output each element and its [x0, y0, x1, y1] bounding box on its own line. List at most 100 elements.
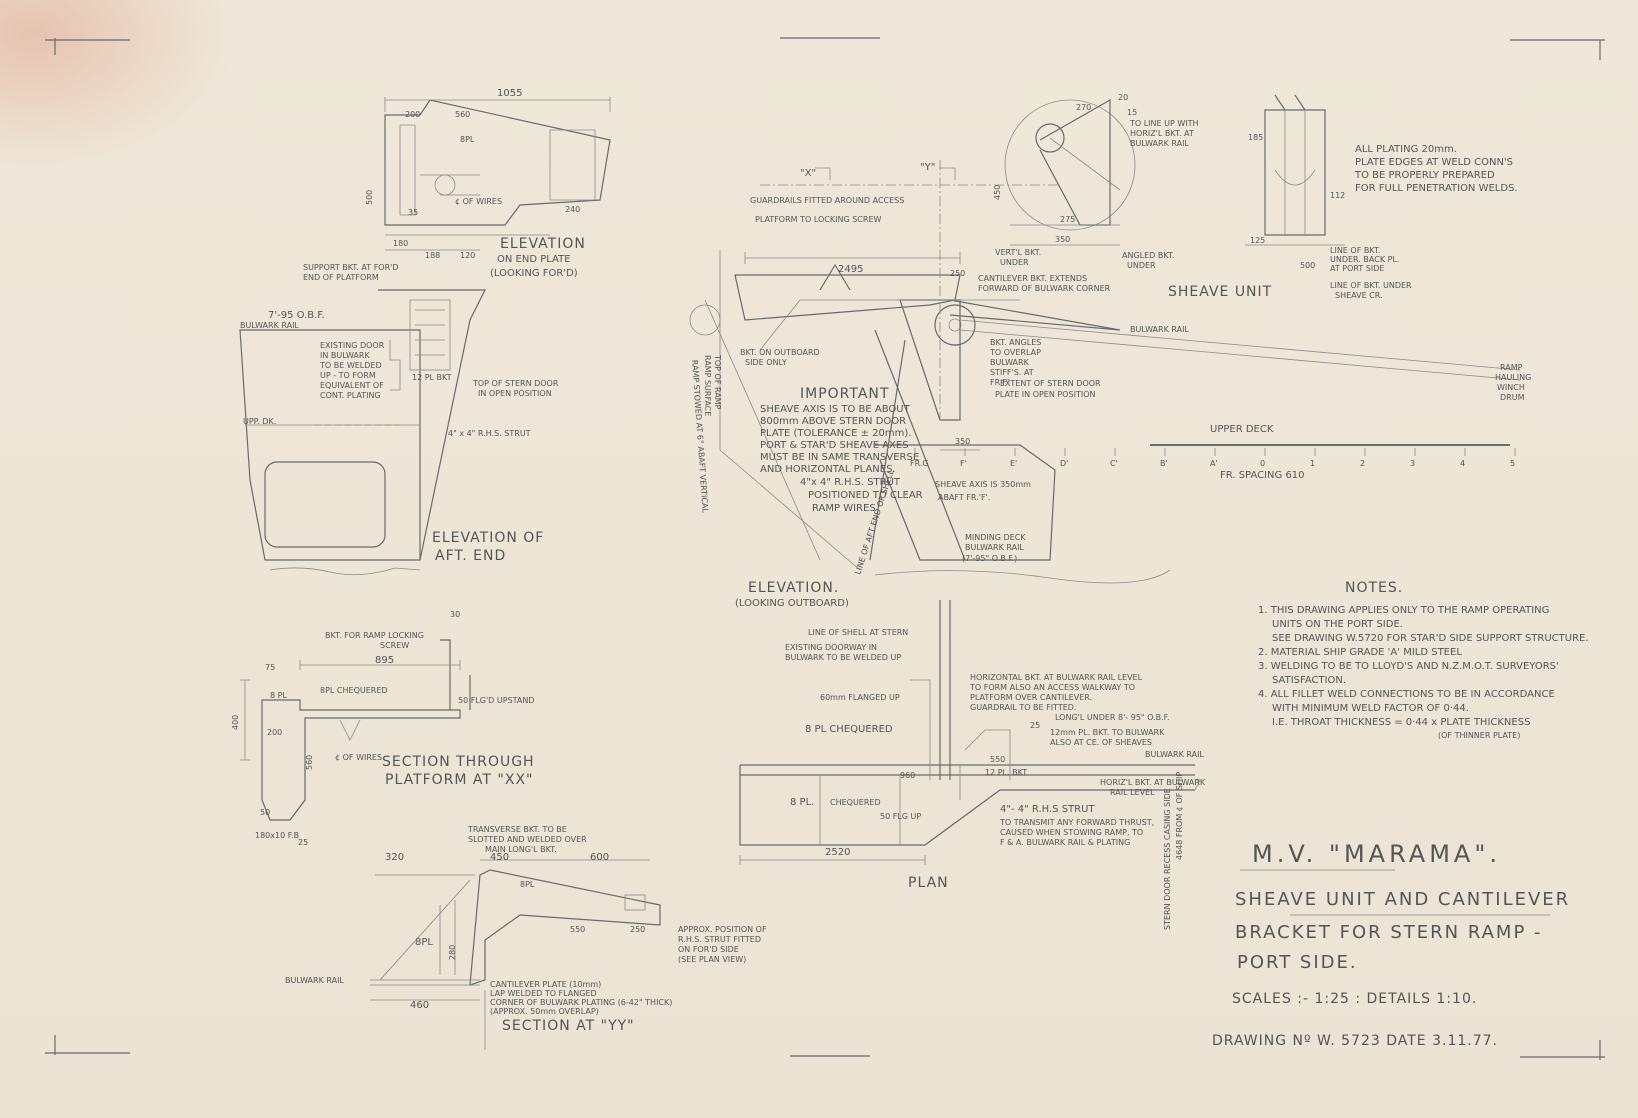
note-3b: SATISFACTION.	[1272, 675, 1346, 686]
dim-188: 188	[425, 251, 440, 260]
yy-approx3: ON FOR'D SIDE	[678, 945, 739, 954]
aft-upp-dk: UPP. DK.	[243, 417, 276, 426]
xx-flange: 50 FLG'D UPSTAND	[458, 696, 535, 705]
bkt-outboard2: SIDE ONLY	[745, 358, 787, 367]
cantilever2: FORWARD OF BULWARK CORNER	[978, 284, 1111, 293]
plan-strut2: TO TRANSMIT ANY FORWARD THRUST,	[999, 818, 1154, 827]
title-line3: PORT SIDE.	[1237, 952, 1358, 973]
xx-30: 30	[450, 610, 460, 619]
frame-label: 2	[1360, 459, 1365, 468]
plan-stern-door2: 4648 FROM ¢ OF SHIP	[1175, 772, 1184, 860]
xx-50: 50	[260, 808, 270, 817]
frame-label: D'	[1060, 459, 1068, 468]
ramp-haul1: RAMP	[1500, 363, 1523, 372]
aft-existing2: IN BULWARK	[320, 351, 370, 360]
xx-title1: SECTION THROUGH	[382, 754, 535, 770]
aft-top-stern1: TOP OF STERN DOOR	[472, 379, 559, 388]
yy-approx1: APPROX. POSITION OF	[678, 925, 767, 934]
yy-transverse1: TRANSVERSE BKT. TO BE	[467, 825, 567, 834]
aft-existing4: UP - TO FORM	[320, 371, 376, 380]
sheave-vert1: VERT'L BKT.	[995, 248, 1041, 257]
ramp-haul3: WINCH	[1497, 383, 1525, 392]
sheave-linebkt5: SHEAVE CR.	[1335, 291, 1383, 300]
aft-existing1: EXISTING DOOR	[320, 341, 385, 350]
note-4a: 4. ALL FILLET WELD CONNECTIONS TO BE IN …	[1258, 689, 1555, 700]
yy-cantilever2: LAP WELDED TO FLANGED	[490, 989, 597, 998]
aft-existing5: EQUIVALENT OF	[320, 381, 384, 390]
yy-280: 280	[448, 945, 457, 960]
strut3: RAMP WIRES	[812, 503, 876, 514]
sheave-line2: HORIZ'L BKT. AT	[1130, 129, 1194, 138]
minding2: BULWARK RAIL	[965, 543, 1024, 552]
plan-title: PLAN	[908, 875, 949, 891]
aft-support: SUPPORT BKT. AT FOR'D	[303, 263, 399, 272]
yy-450: 450	[490, 852, 509, 863]
yy-cantilever4: (APPROX. 50mm OVERLAP)	[490, 1007, 599, 1016]
sheave-unit: 270 20 15 450 275 350 185 112 500 125 TO…	[993, 93, 1518, 300]
aft-bulwark-rail: BULWARK RAIL	[240, 321, 299, 330]
sheave-15: 15	[1127, 108, 1137, 117]
sheave-linebkt2: UNDER. BACK PL.	[1330, 255, 1399, 264]
xx-chequered: 8PL CHEQUERED	[320, 686, 388, 695]
angles4: STIFF'S. AT	[990, 368, 1034, 377]
yy-title: SECTION AT "YY"	[502, 1018, 635, 1034]
yy-8pl2: 8PL	[415, 937, 433, 948]
imp3: PLATE (TOLERANCE ± 20mm).	[760, 428, 911, 439]
angles3: BULWARK	[990, 358, 1030, 367]
title-line2: BRACKET FOR STERN RAMP -	[1235, 922, 1543, 943]
main-elev-title: ELEVATION.	[748, 580, 839, 596]
note-1c: SEE DRAWING W.5720 FOR STAR'D SIDE SUPPO…	[1272, 633, 1589, 644]
sheave-350: 350	[1055, 235, 1070, 244]
angles1: BKT. ANGLES	[990, 338, 1041, 347]
vessel-name: M.V. "MARAMA".	[1252, 840, 1501, 868]
dim-2495: 2495	[838, 264, 863, 275]
aft-existing6: CONT. PLATING	[320, 391, 381, 400]
sheave-linebkt3: AT PORT SIDE	[1330, 264, 1384, 273]
frame-label: 1	[1310, 459, 1315, 468]
sheave-112: 112	[1330, 191, 1345, 200]
plan-pl-bkt: 12mm PL. BKT. TO BULWARK	[1050, 728, 1165, 737]
sheave-all-plating: ALL PLATING 20mm.	[1355, 144, 1457, 155]
imp6: AND HORIZONTAL PLANES.	[760, 464, 896, 475]
dim-35: 35	[408, 208, 418, 217]
dim-wires: ¢ OF WIRES	[455, 197, 502, 206]
yy-250: 250	[630, 925, 645, 934]
sheave-plate-edges1: PLATE EDGES AT WELD CONN'S	[1355, 157, 1513, 168]
dim-8pl: 8PL	[460, 135, 475, 144]
xx-title2: PLATFORM AT "XX"	[385, 772, 534, 788]
upper-deck: UPPER DECK	[1210, 424, 1274, 435]
xx-25: 25	[298, 838, 308, 847]
title-block: M.V. "MARAMA". SHEAVE UNIT AND CANTILEVE…	[1212, 840, 1568, 1049]
plan-longl: LONG'L UNDER 8'- 95" O.B.F.	[1055, 713, 1170, 722]
imp5: MUST BE IN SAME TRANSVERSE	[760, 452, 919, 463]
plan-horiz1: HORIZONTAL BKT. AT BULWARK RAIL LEVEL	[970, 673, 1143, 682]
yy-transverse3: MAIN LONG'L BKT.	[485, 845, 557, 854]
extent1: EXTENT OF STERN DOOR	[1000, 379, 1101, 388]
plan-strut1: 4"- 4" R.H.S STRUT	[1000, 804, 1095, 815]
plan-view: LINE OF SHELL AT STERN EXISTING DOORWAY …	[739, 600, 1206, 930]
sheave-line3: BULWARK RAIL	[1130, 139, 1189, 148]
sheave-125: 125	[1250, 236, 1265, 245]
aft-rail-level: 7'-95 O.B.F.	[268, 310, 325, 321]
sheave-500: 500	[1300, 261, 1315, 270]
imp1: SHEAVE AXIS IS TO BE ABOUT	[760, 404, 911, 415]
xx-560: 560	[305, 755, 314, 770]
bkt-outboard1: BKT. ON OUTBOARD	[740, 348, 820, 357]
ramp-surface: RAMP SURFACE	[703, 355, 712, 416]
elev-end-title: ELEVATION	[500, 236, 586, 252]
section-xx-marker: "X"	[800, 168, 816, 179]
frame-label: 0	[1260, 459, 1265, 468]
yy-320: 320	[385, 852, 404, 863]
note-1a: 1. THIS DRAWING APPLIES ONLY TO THE RAMP…	[1258, 605, 1549, 616]
aft-support2: END OF PLATFORM	[303, 273, 379, 282]
frame-label: 4	[1460, 459, 1465, 468]
yy-approx4: (SEE PLAN VIEW)	[678, 955, 746, 964]
plan-flg-up: 50 FLG UP	[880, 812, 921, 821]
frame-label: C'	[1110, 459, 1118, 468]
dim-350: 350	[955, 437, 970, 446]
dim-560: 560	[455, 110, 470, 119]
frame-label: B'	[1160, 459, 1168, 468]
sheave-275: 275	[1060, 215, 1075, 224]
